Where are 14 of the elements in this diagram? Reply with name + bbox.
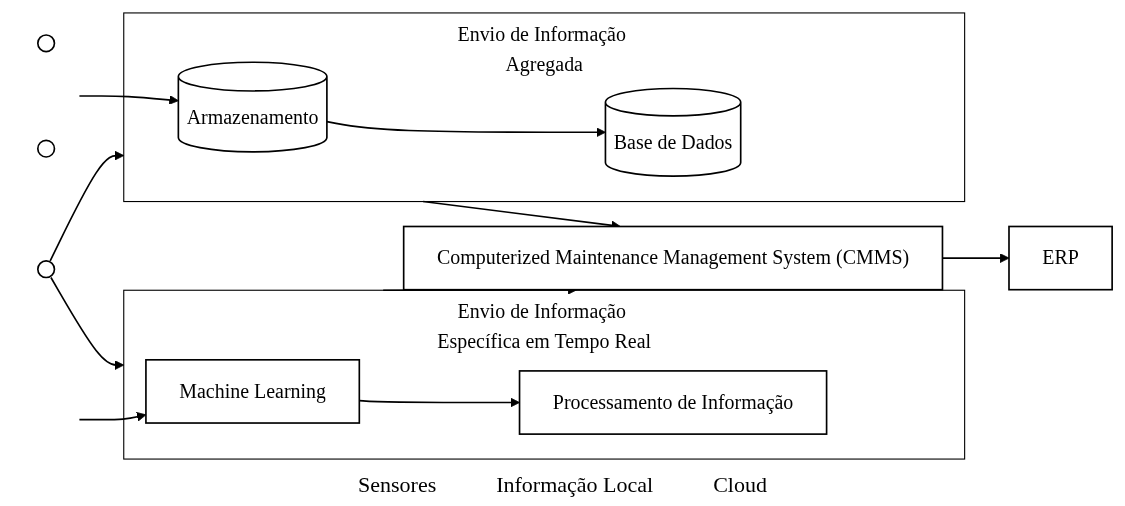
node-box: Processamento de Informação bbox=[518, 370, 828, 435]
node-box: Machine Learning bbox=[145, 359, 361, 424]
arrow bbox=[78, 95, 179, 105]
arrow bbox=[49, 150, 125, 262]
arrow bbox=[50, 276, 125, 370]
caption-text: Sensores bbox=[358, 472, 437, 498]
arrow bbox=[326, 120, 606, 138]
node-box: Computerized Maintenance Management System (CMMS) bbox=[402, 225, 944, 291]
node-circle bbox=[37, 260, 56, 279]
caption-text: Informação Local bbox=[496, 472, 654, 498]
node-box: ERP bbox=[1008, 225, 1113, 291]
node-circle bbox=[37, 34, 56, 53]
caption-text: Cloud bbox=[713, 472, 767, 498]
node-circle bbox=[37, 139, 56, 158]
